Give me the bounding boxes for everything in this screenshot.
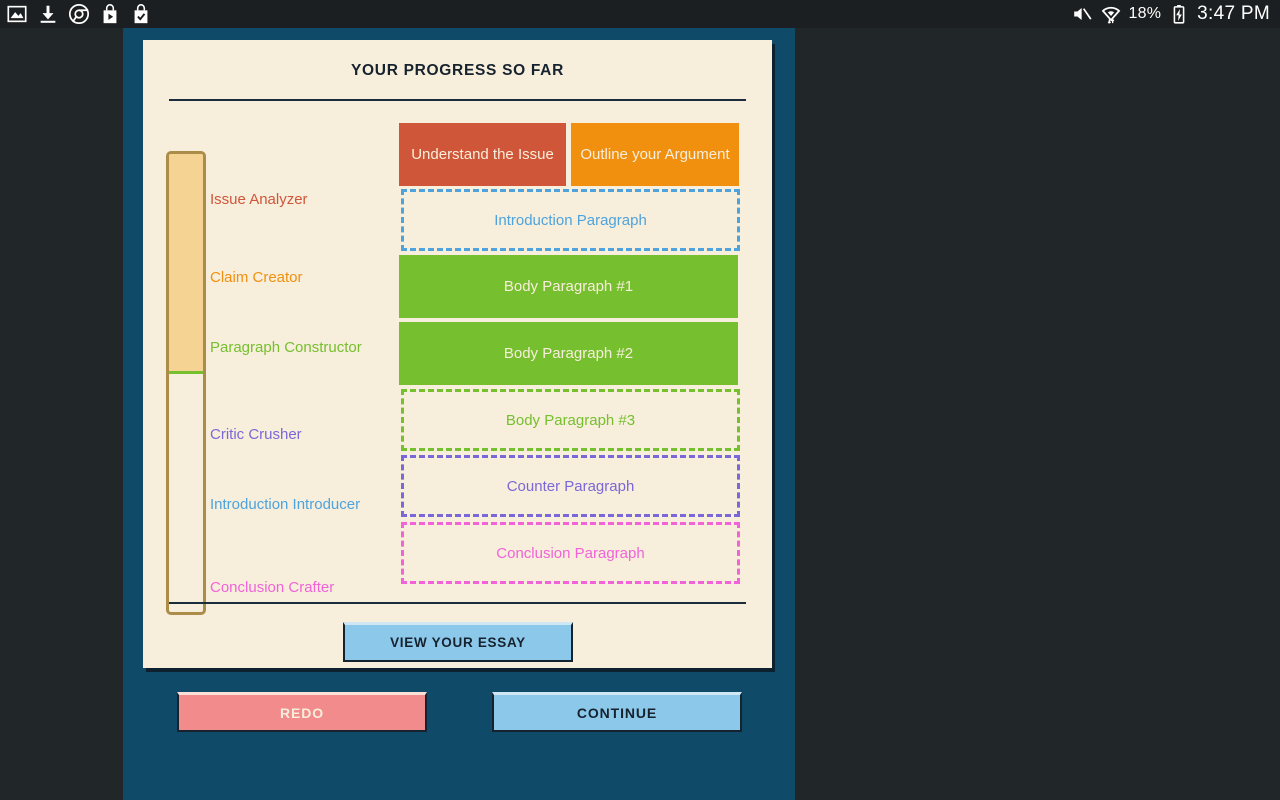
essay-block-label: Body Paragraph #1 bbox=[503, 278, 634, 295]
stage-label-paragraph-constructor: Paragraph Constructor bbox=[210, 339, 400, 357]
divider-bottom bbox=[169, 602, 746, 604]
redo-button[interactable]: REDO bbox=[177, 692, 427, 732]
stage-label-text: Introduction Introducer bbox=[210, 496, 361, 513]
stage-label-issue-analyzer: Issue Analyzer bbox=[210, 191, 400, 209]
stage-label-text: Claim Creator bbox=[210, 269, 303, 286]
stage-label-critic-crusher: Critic Crusher bbox=[210, 426, 400, 444]
download-icon bbox=[40, 5, 56, 23]
essay-block-body-paragraph-1[interactable]: Body Paragraph #1 bbox=[399, 255, 738, 318]
essay-block-label: Counter Paragraph bbox=[506, 477, 635, 495]
essay-block-understand-the-issue[interactable]: Understand the Issue bbox=[399, 123, 566, 186]
stage-label-text: Paragraph Constructor bbox=[210, 339, 362, 356]
essay-block-introduction-paragraph[interactable]: Introduction Paragraph bbox=[401, 189, 740, 251]
wifi-icon bbox=[1101, 6, 1120, 24]
progress-meter bbox=[166, 151, 206, 615]
page-title: YOUR PROGRESS SO FAR bbox=[351, 62, 564, 79]
essay-block-label: Outline your Argument bbox=[580, 146, 730, 163]
status-bar-notification-icons bbox=[6, 3, 152, 25]
essay-block-label: Body Paragraph #2 bbox=[503, 345, 634, 362]
stage-label-text: Conclusion Crafter bbox=[210, 579, 335, 596]
battery-charging-icon bbox=[1173, 5, 1185, 24]
chrome-icon bbox=[68, 3, 90, 25]
clock-label: 3:47 PM bbox=[1197, 3, 1270, 24]
essay-block-counter-paragraph[interactable]: Counter Paragraph bbox=[401, 455, 740, 517]
status-bar-system-icons: 18% 3:47 PM bbox=[1071, 3, 1270, 25]
progress-meter-fill bbox=[169, 154, 203, 374]
stage-label-text: Issue Analyzer bbox=[210, 191, 308, 208]
photo-icon bbox=[7, 5, 27, 23]
battery-percent-label: 18% bbox=[1128, 5, 1162, 22]
essay-block-label: Conclusion Paragraph bbox=[496, 544, 645, 562]
stage-label-text: Critic Crusher bbox=[210, 426, 302, 443]
continue-button[interactable]: CONTINUE bbox=[492, 692, 742, 732]
play-store-check-icon bbox=[134, 4, 148, 24]
volume-mute-icon bbox=[1073, 7, 1092, 21]
essay-block-label: Body Paragraph #3 bbox=[505, 411, 636, 429]
stage-label-introduction-introducer: Introduction Introducer bbox=[210, 496, 400, 514]
essay-block-label: Understand the Issue bbox=[411, 146, 554, 163]
divider-top bbox=[169, 99, 746, 101]
essay-block-outline-your-argument[interactable]: Outline your Argument bbox=[571, 123, 739, 186]
stage-label-conclusion-crafter: Conclusion Crafter bbox=[210, 579, 400, 597]
stage-label-claim-creator: Claim Creator bbox=[210, 269, 400, 287]
essay-block-body-paragraph-3[interactable]: Body Paragraph #3 bbox=[401, 389, 740, 451]
essay-block-conclusion-paragraph[interactable]: Conclusion Paragraph bbox=[401, 522, 740, 584]
view-your-essay-button[interactable]: VIEW YOUR ESSAY bbox=[343, 622, 573, 662]
play-store-bag-icon bbox=[103, 4, 117, 24]
essay-block-body-paragraph-2[interactable]: Body Paragraph #2 bbox=[399, 322, 738, 385]
android-status-bar: 18% 3:47 PM bbox=[0, 0, 1280, 28]
essay-block-label: Introduction Paragraph bbox=[494, 211, 647, 229]
